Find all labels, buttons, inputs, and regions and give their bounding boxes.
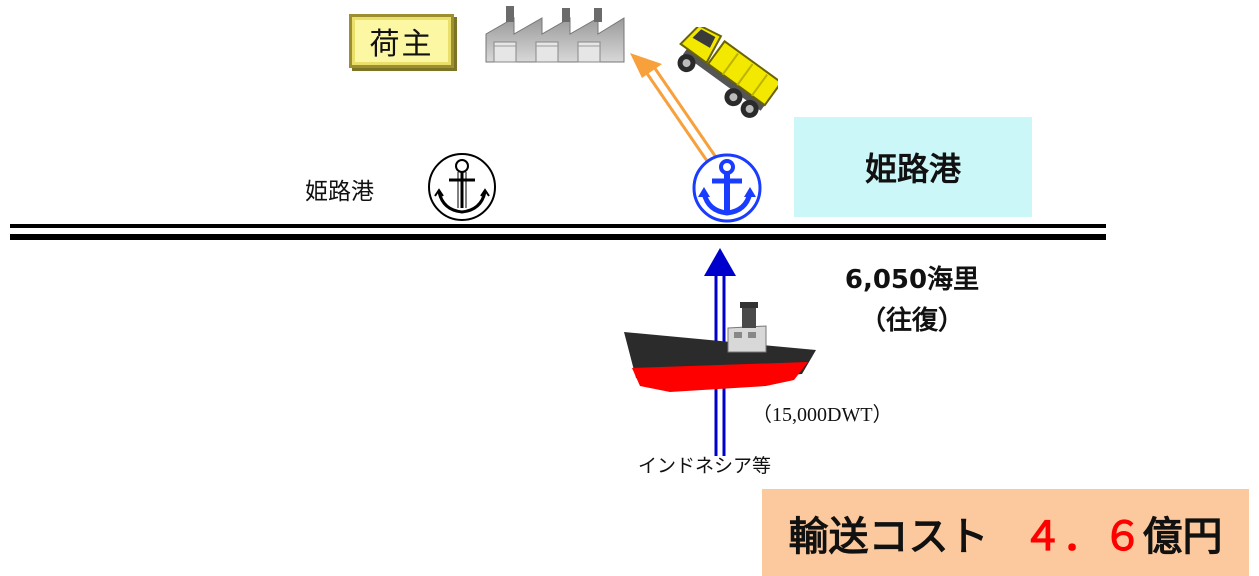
cost-value: ４．６ xyxy=(1022,513,1143,560)
distance-note: （往復） xyxy=(859,306,964,336)
distance-value: 6,050海里 xyxy=(844,265,980,295)
origin-label: インドネシア等 xyxy=(638,455,772,477)
port-box: 姫路港 xyxy=(794,117,1032,217)
shipper-box: 荷主 xyxy=(349,14,454,68)
port-box-label: 姫路港 xyxy=(864,150,961,188)
cost-unit: 億円 xyxy=(1142,513,1223,560)
tonnage-label: （15,000DWT） xyxy=(752,404,893,426)
factory-icon xyxy=(485,6,625,63)
shipper-label: 荷主 xyxy=(369,27,434,62)
land-route-arrow xyxy=(630,53,726,175)
coastline xyxy=(10,224,1106,240)
anchor-icon xyxy=(692,153,762,223)
port-left-label: 姫路港 xyxy=(305,179,374,205)
anchor-icon xyxy=(428,153,496,221)
cost-box: 輸送コスト ４．６ 億円 xyxy=(762,489,1249,576)
cargo-ship-icon xyxy=(624,302,816,392)
cost-prefix: 輸送コスト xyxy=(788,513,989,560)
dump-truck-icon xyxy=(677,27,778,118)
